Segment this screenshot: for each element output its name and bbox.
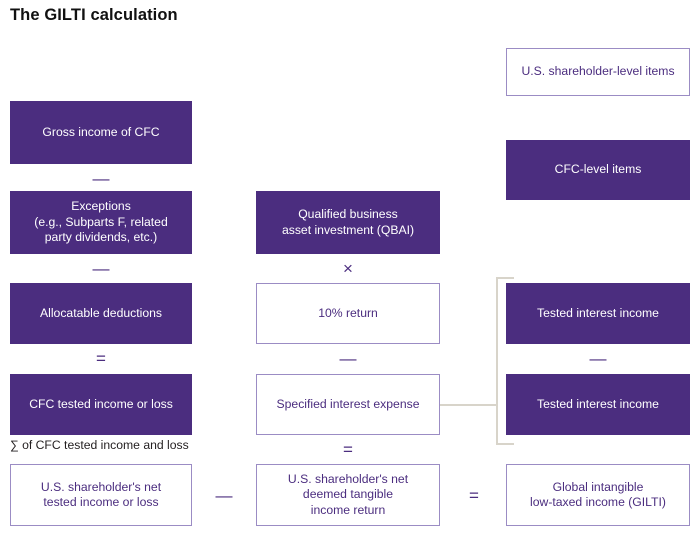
- box-exceptions-line-1: Exceptions: [71, 199, 131, 214]
- box-tested-interest-income-1: Tested interest income: [506, 283, 690, 344]
- box-ten-percent-return: 10% return: [256, 283, 440, 344]
- box-exceptions-line-3: party dividends, etc.): [44, 230, 158, 245]
- operator-equals-c2: =: [343, 439, 353, 459]
- operator-minus-c1-2: —: [92, 258, 110, 278]
- box-deemed-tangible-line-1: U.S. shareholder's net: [287, 471, 409, 486]
- box-cfc-tested-income-label: CFC tested income or loss: [29, 396, 173, 411]
- bracket-top-arm: [496, 277, 514, 279]
- box-gilti-line-1: Global intangible: [552, 479, 644, 494]
- box-specified-interest-expense: Specified interest expense: [256, 374, 440, 435]
- box-exceptions: Exceptions (e.g., Subparts F, related pa…: [10, 191, 192, 254]
- box-gilti-line-2: low-taxed income (GILTI): [530, 495, 666, 509]
- page-title: The GILTI calculation: [10, 6, 178, 24]
- sum-of-cfc-tested-income-label: ∑ of CFC tested income and loss: [10, 438, 189, 452]
- box-us-shareholder-net-deemed-tangible-income-return: U.S. shareholder's net deemed tangible i…: [256, 464, 440, 526]
- box-tested-interest-income-2-label: Tested interest income: [537, 396, 659, 411]
- bracket-vertical-spine: [496, 277, 498, 445]
- box-deemed-tangible-line-2: deemed tangible: [302, 487, 394, 502]
- legend-shareholder-level-label: U.S. shareholder-level items: [521, 64, 675, 79]
- box-tested-interest-income-1-label: Tested interest income: [537, 305, 659, 320]
- box-us-shareholder-net-tested-line-1: U.S. shareholder's net: [40, 479, 162, 494]
- box-us-shareholder-net-tested-income: U.S. shareholder's net tested income or …: [10, 464, 192, 526]
- legend-shareholder-level-items: U.S. shareholder-level items: [506, 48, 690, 96]
- box-gross-income-of-cfc: Gross income of CFC: [10, 101, 192, 164]
- box-us-shareholder-net-tested-income-label: U.S. shareholder's net tested income or …: [41, 480, 161, 511]
- operator-minus-bottom-row: —: [215, 485, 233, 505]
- legend-cfc-level-label: CFC-level items: [554, 162, 642, 177]
- operator-equals-c1-1: =: [96, 348, 106, 368]
- operator-times-c2: ×: [343, 258, 353, 278]
- bracket-bottom-arm: [496, 443, 514, 445]
- box-cfc-tested-income-or-loss: CFC tested income or loss: [10, 374, 192, 435]
- box-gross-income-label: Gross income of CFC: [42, 124, 160, 139]
- operator-minus-c2: —: [339, 348, 357, 368]
- box-ten-percent-return-label: 10% return: [318, 305, 378, 320]
- box-specified-interest-expense-label: Specified interest expense: [276, 396, 420, 411]
- operator-minus-c3: —: [589, 348, 607, 368]
- box-allocatable-deductions: Allocatable deductions: [10, 283, 192, 344]
- box-qualified-business-asset-investment: Qualified business asset investment (QBA…: [256, 191, 440, 254]
- box-global-intangible-low-taxed-income: Global intangible low-taxed income (GILT…: [506, 464, 690, 526]
- operator-equals-bottom-row: =: [469, 485, 479, 505]
- box-tested-interest-income-2: Tested interest income: [506, 374, 690, 435]
- box-qbai-line-1: Qualified business: [298, 207, 398, 221]
- box-deemed-tangible-line-3: income return: [310, 502, 386, 517]
- operator-minus-c1-1: —: [92, 168, 110, 188]
- box-gilti-label: Global intangible low-taxed income (GILT…: [530, 480, 666, 511]
- box-exceptions-label: Exceptions (e.g., Subparts F, related pa…: [34, 199, 167, 246]
- legend-cfc-level-items: CFC-level items: [506, 140, 690, 200]
- box-exceptions-line-2: (e.g., Subparts F, related: [34, 214, 168, 229]
- box-qbai-label: Qualified business asset investment (QBA…: [282, 207, 414, 238]
- box-qbai-line-2: asset investment (QBAI): [281, 222, 415, 237]
- box-us-shareholder-net-tested-line-2: tested income or loss: [43, 495, 159, 509]
- bracket-link-to-specified-interest-expense: [440, 404, 497, 406]
- box-deemed-tangible-label: U.S. shareholder's net deemed tangible i…: [288, 472, 408, 519]
- box-allocatable-deductions-label: Allocatable deductions: [40, 305, 162, 320]
